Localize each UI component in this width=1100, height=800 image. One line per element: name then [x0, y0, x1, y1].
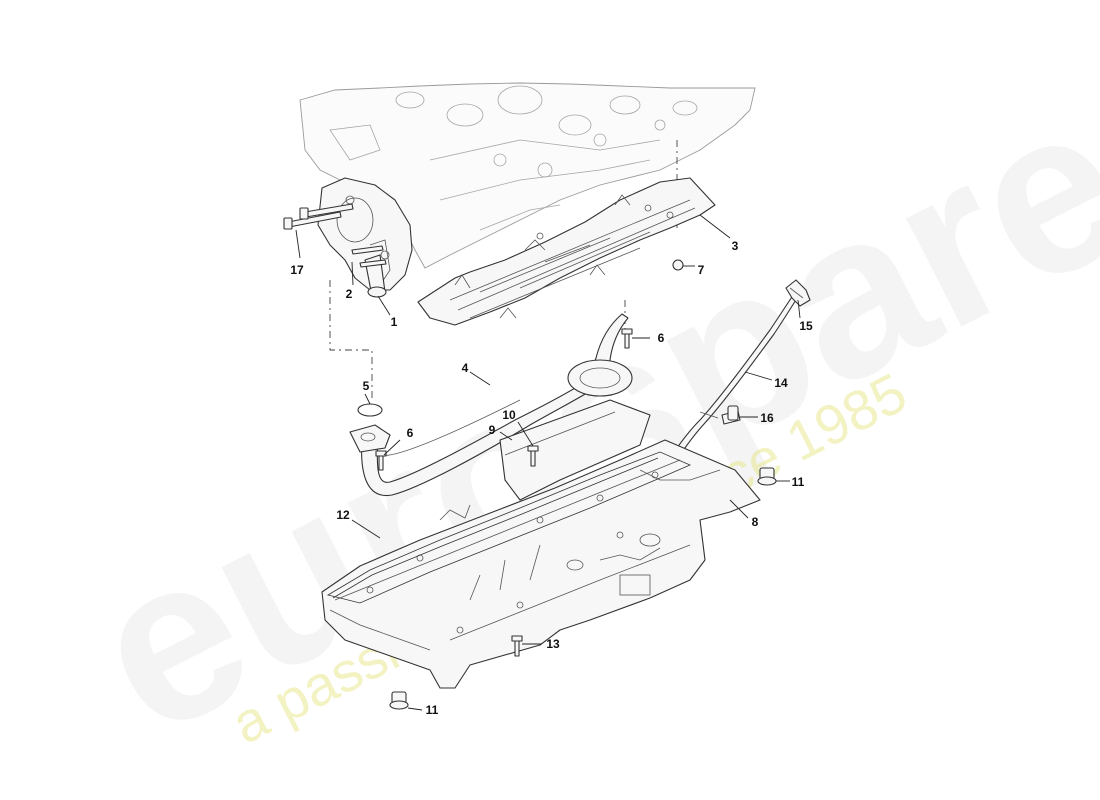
callout-14: 14	[774, 376, 788, 390]
callout-16: 16	[760, 411, 774, 425]
callout-11-right: 11	[792, 475, 805, 489]
sump-baffle-9	[499, 399, 651, 501]
callout-15: 15	[799, 319, 813, 333]
engine-block	[299, 82, 756, 269]
bolt-16	[721, 405, 741, 425]
nut-7	[672, 259, 684, 271]
callout-13: 13	[546, 637, 560, 651]
bolt-13	[511, 635, 523, 657]
drain-plug-11-left	[389, 691, 409, 710]
callout-5: 5	[363, 379, 370, 393]
callout-7: 7	[698, 263, 705, 277]
oil-sump-8	[321, 439, 761, 689]
oil-pickup-pipe	[349, 313, 633, 497]
callout-17: 17	[290, 263, 304, 277]
windage-baffle-plate	[417, 177, 716, 326]
bolt-2	[351, 245, 387, 268]
sump-gasket-12	[326, 451, 692, 604]
callout-labels: 17 2 1 3 7 15 6 14 5 4 16 10 9 6 11 8 12…	[290, 239, 813, 717]
callout-1: 1	[391, 315, 398, 329]
callout-10: 10	[502, 408, 516, 422]
callout-6-upper: 6	[658, 331, 665, 345]
callout-11-left: 11	[426, 703, 439, 717]
leader-lines	[295, 214, 801, 711]
callout-9: 9	[489, 423, 496, 437]
callout-12: 12	[336, 508, 350, 522]
callout-4: 4	[462, 361, 469, 375]
callout-6-pipe: 6	[407, 426, 414, 440]
drain-plug-11-right	[757, 467, 777, 486]
callout-8: 8	[752, 515, 759, 529]
dipstick-15	[785, 279, 811, 307]
bolt-17	[283, 203, 354, 230]
callout-2: 2	[346, 287, 353, 301]
callout-3: 3	[732, 239, 739, 253]
bolt-6-upper	[621, 328, 633, 349]
bolt-6-pipe	[375, 450, 387, 471]
alignment-line-pump	[329, 280, 373, 400]
